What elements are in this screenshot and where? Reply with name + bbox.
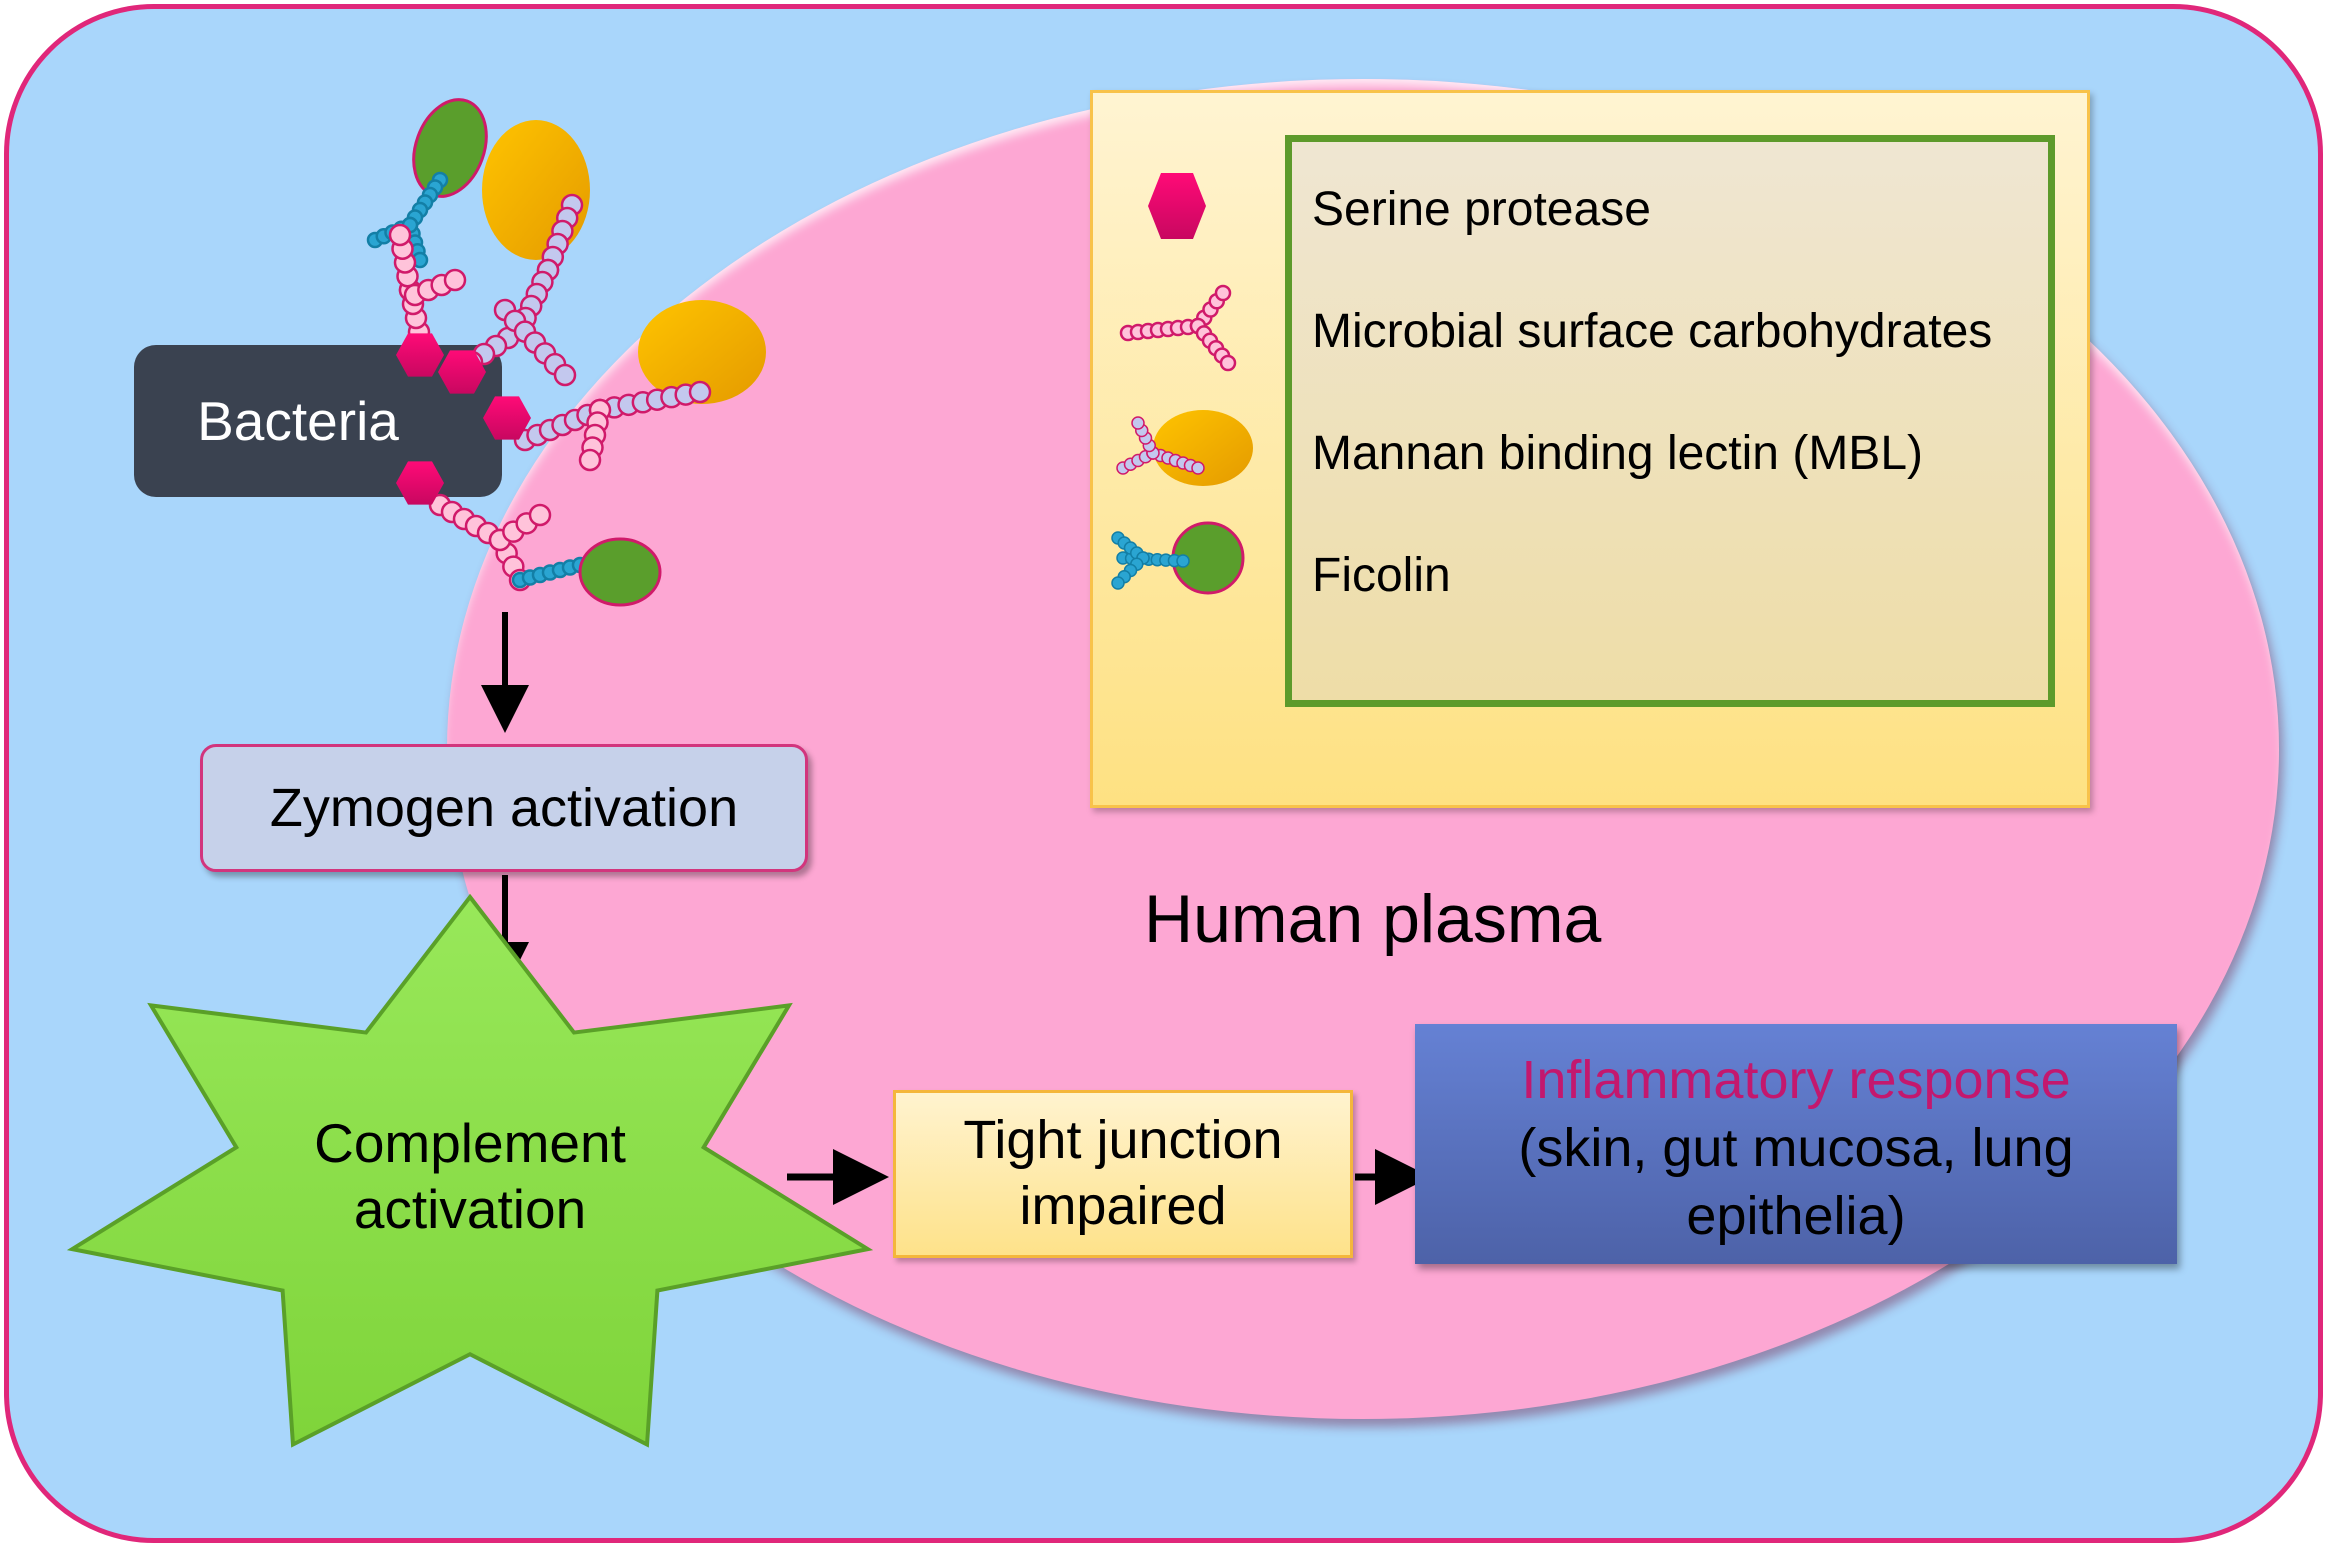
complement-label-line1: Complement: [314, 1112, 626, 1174]
inflammatory-detail-line2: epithelia): [1686, 1186, 1906, 1246]
hexagon-icon: [1103, 151, 1253, 261]
ficolin-stalk-icon: [511, 556, 589, 589]
serine-protease-icon: [438, 350, 486, 394]
legend-label-carbohydrates: Microbial surface carbohydrates: [1312, 305, 1993, 358]
serine-protease-icon: [483, 396, 531, 440]
legend-ficolin-stalk: [1111, 531, 1150, 590]
serine-protease-icon: [396, 333, 444, 377]
zymogen-label: Zymogen activation: [269, 778, 739, 838]
legend-label-ficolin: Ficolin: [1312, 549, 1451, 602]
inflammatory-detail-line1: (skin, gut mucosa, lung: [1518, 1118, 2074, 1178]
tight-junction-line2: impaired: [1019, 1176, 1227, 1236]
legend-label-serine-protease: Serine protease: [1312, 183, 1651, 236]
mbl-carbohydrate-chain-icon: [513, 380, 712, 452]
zymogen-activation-node: Zymogen activation: [200, 744, 808, 872]
complement-label-line2: activation: [353, 1178, 587, 1240]
mbl-head-icon: [638, 300, 766, 404]
tight-junction-line1: Tight junction: [963, 1110, 1283, 1170]
legend: Serine protease Microbial surface carboh…: [1090, 90, 2090, 808]
inflammatory-response-node: Inflammatory response (skin, gut mucosa,…: [1415, 1024, 2177, 1264]
carbohydrate-chain-icon: [578, 398, 612, 472]
complement-star-shape: [66, 893, 874, 1448]
legend-mbl-chain: [1131, 416, 1160, 460]
complement-activation-node: Complement activation: [260, 1110, 680, 1242]
human-plasma-label: Human plasma: [1144, 881, 1602, 957]
mbl-head-icon: [482, 120, 590, 260]
carbohydrate-chain-icon: [488, 503, 552, 552]
tight-junction-node: Tight junction impaired: [893, 1090, 1353, 1258]
mbl-icon: [1103, 393, 1253, 503]
ficolin-icon: [1103, 503, 1253, 613]
carbohydrate-chain-icon: [403, 268, 467, 307]
mbl-carbohydrate-chain-icon: [493, 298, 577, 387]
serine-protease-icon: [396, 461, 444, 505]
inflammatory-title: Inflammatory response: [1521, 1050, 2071, 1110]
legend-carbohydrate-chain: [1189, 317, 1237, 372]
bacteria-label: Bacteria: [197, 390, 399, 452]
carbohydrate-chain-icon: [1103, 268, 1253, 378]
ficolin-head-icon: [578, 537, 662, 607]
legend-label-mbl: Mannan binding lectin (MBL): [1312, 427, 1923, 480]
legend-box: Serine protease Microbial surface carboh…: [1285, 135, 2055, 707]
